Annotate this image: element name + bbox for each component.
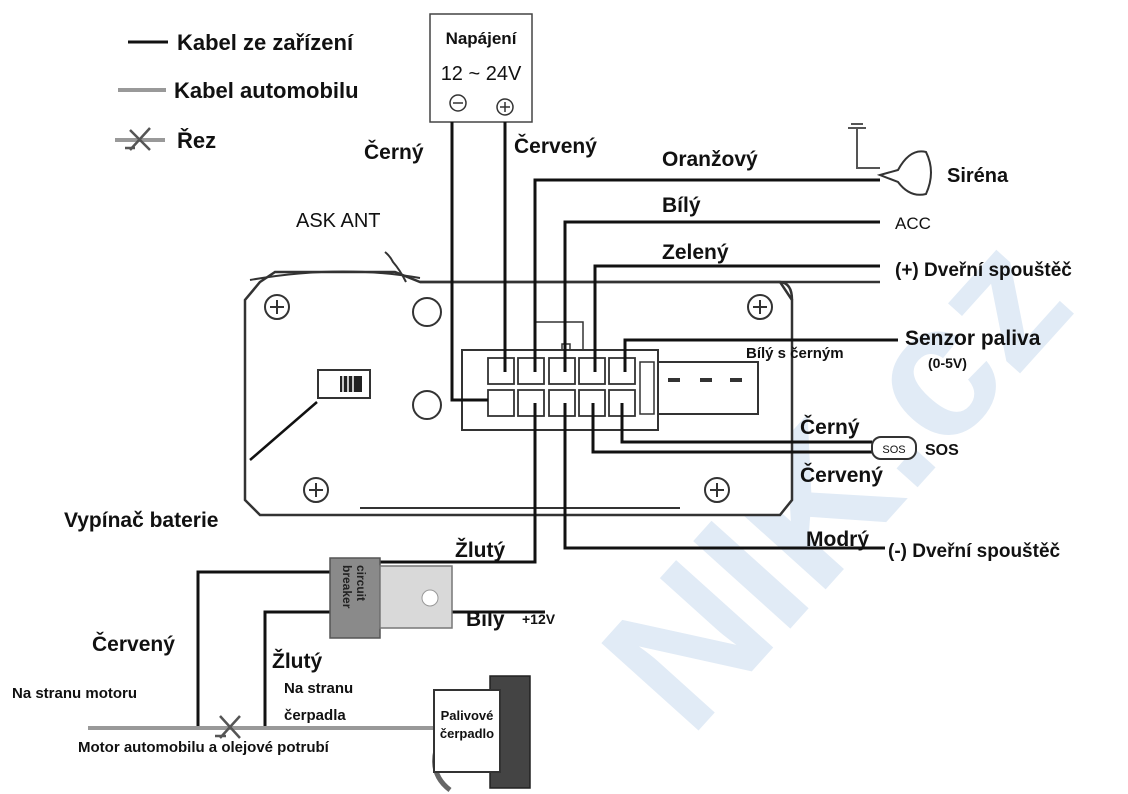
legend: Kabel ze zařízení Kabel automobilu Řez: [115, 30, 359, 153]
wire-label-white-bottom: Bílý: [466, 608, 505, 631]
label-door-minus: (-) Dveřní spouštěč: [888, 541, 1061, 562]
wire-label-orange: Oranžový: [662, 148, 758, 171]
siren-icon: [876, 150, 932, 196]
power-title: Napájení: [446, 29, 518, 48]
pump-label-2: čerpadlo: [440, 726, 494, 741]
label-pump-side-2: čerpadla: [284, 707, 346, 724]
circuit-breaker: circuit breaker: [329, 557, 453, 639]
wires: [196, 122, 898, 792]
wire-label-red-bottom: Červený: [92, 632, 175, 656]
label-fuel-sensor: Senzor paliva: [905, 327, 1041, 350]
wire-label-green: Zelený: [662, 241, 729, 264]
wire-label-black-sos: Černý: [800, 415, 860, 439]
breaker-line2: breaker: [340, 565, 354, 609]
fuel-pump: Palivové čerpadlo: [433, 675, 531, 789]
cut-icon: [115, 127, 165, 151]
legend-cut: Řez: [177, 128, 216, 153]
label-car-engine: Motor automobilu a olejové potrubí: [78, 739, 330, 756]
label-antenna: ASK ANT: [296, 210, 380, 232]
sos-button-icon: SOS: [871, 436, 917, 460]
antenna-port: [412, 297, 442, 327]
wire-label-white: Bílý: [662, 194, 701, 217]
wire-label-white-black: Bílý s černým: [746, 345, 844, 362]
wire-label-blue: Modrý: [806, 528, 869, 551]
plus-terminal-icon: [496, 98, 514, 116]
wire-label-red-top: Červený: [514, 134, 597, 158]
power-voltage: 12 ~ 24V: [441, 63, 522, 85]
label-door-plus: (+) Dveřní spouštěč: [895, 260, 1072, 281]
cut-icon: [215, 715, 241, 739]
label-siren: Siréna: [947, 165, 1009, 187]
label-battery-switch: Vypínač baterie: [64, 509, 218, 532]
label-acc: ACC: [895, 214, 931, 233]
label-engine-side: Na stranu motoru: [12, 685, 137, 702]
power-supply: Napájení 12 ~ 24V: [429, 13, 533, 123]
sos-button-label: SOS: [882, 444, 905, 456]
wire-label-yellow-bottom: Žlutý: [272, 649, 322, 673]
aux-port: [412, 390, 442, 420]
label-plus12: +12V: [522, 611, 556, 627]
minus-terminal-icon: [449, 94, 467, 112]
tracker-device: [243, 251, 880, 517]
label-fuel-sensor-range: (0-5V): [928, 355, 967, 371]
wire-label-yellow: Žlutý: [455, 538, 505, 562]
label-pump-side-1: Na stranu: [284, 680, 353, 697]
wire-label-red-sos: Červený: [800, 463, 883, 487]
label-sos: SOS: [925, 442, 959, 459]
legend-device-cable: Kabel ze zařízení: [177, 30, 354, 55]
pump-label-1: Palivové: [441, 708, 494, 723]
legend-car-cable: Kabel automobilu: [174, 78, 359, 103]
wire-label-black-top: Černý: [364, 140, 424, 164]
screw-icon: [264, 294, 773, 503]
car-cable: [88, 715, 436, 739]
breaker-line1: circuit: [354, 565, 368, 601]
